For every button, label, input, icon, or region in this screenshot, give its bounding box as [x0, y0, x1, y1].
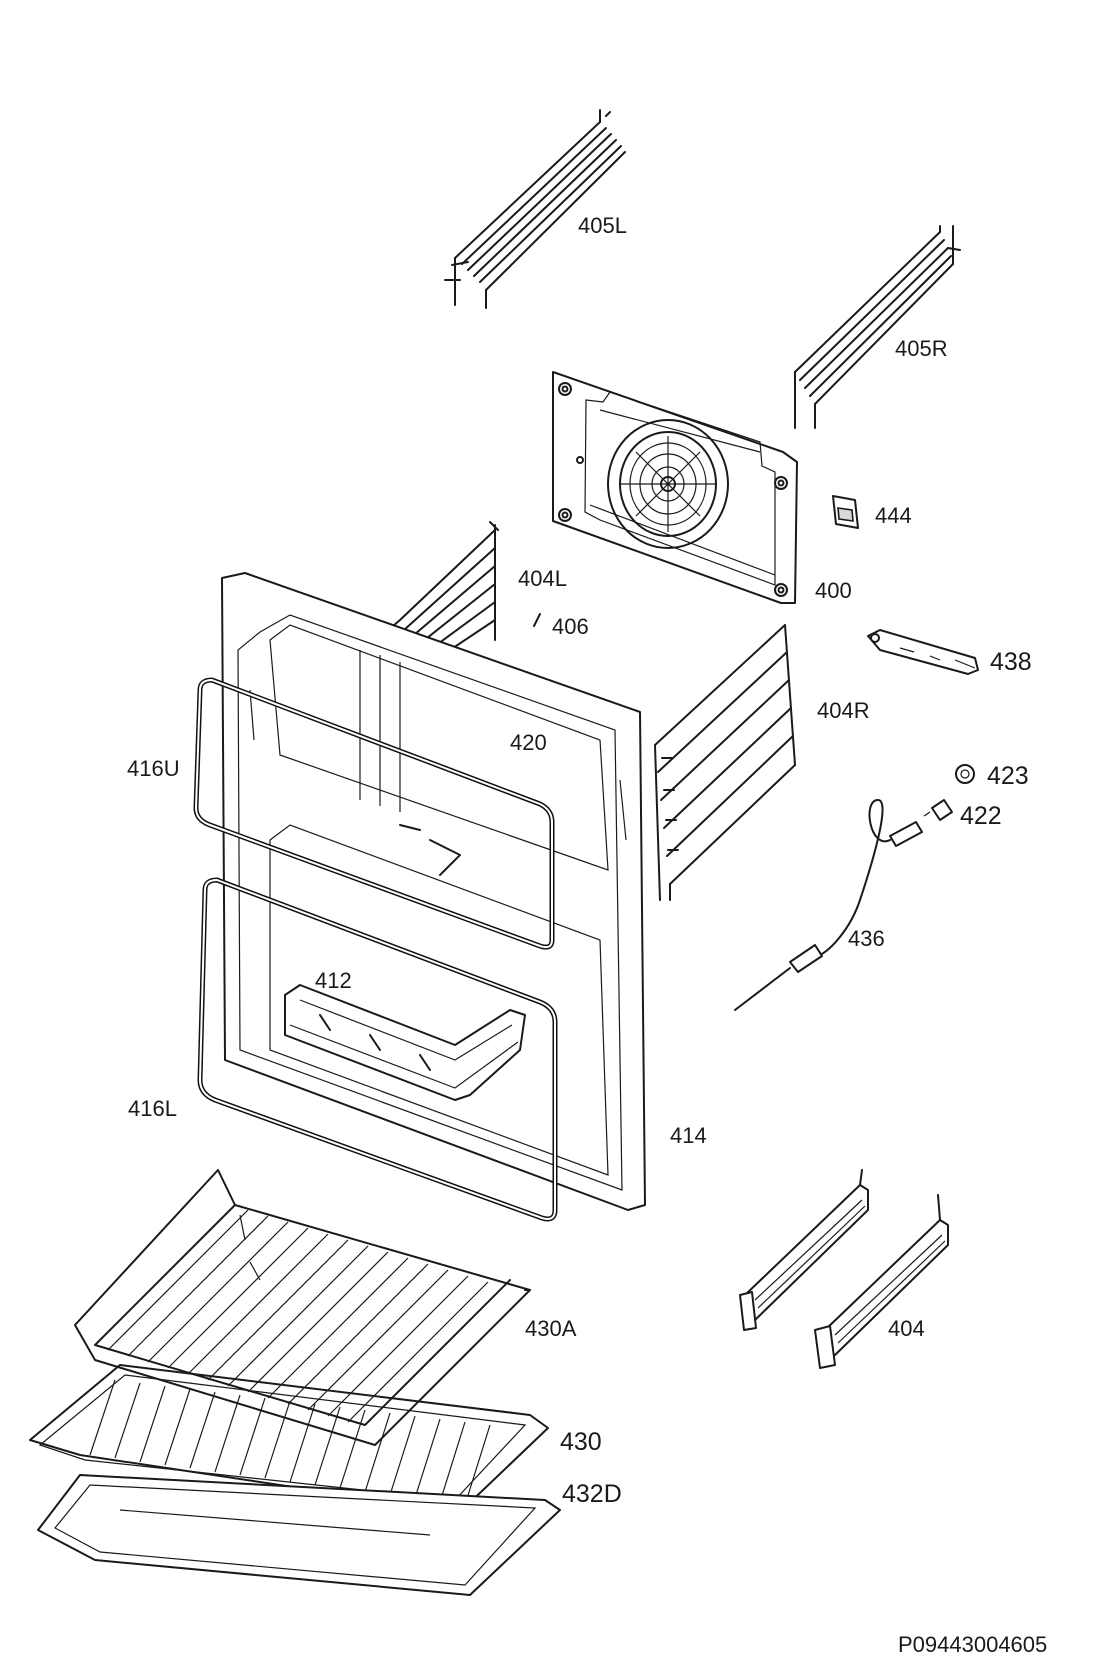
- label-432D: 432D: [562, 1480, 622, 1508]
- part-404-telescopic-runners: [739, 1169, 949, 1369]
- label-414: 414: [670, 1123, 707, 1148]
- part-414-front-frame: [221, 572, 646, 1211]
- part-405L-shelf-runner: [444, 109, 626, 309]
- part-430-rack: [29, 1364, 549, 1513]
- label-422: 422: [960, 802, 1002, 830]
- part-444-lamp: [832, 495, 859, 529]
- label-430A: 430A: [525, 1316, 577, 1341]
- label-404: 404: [888, 1316, 925, 1341]
- part-404R-shelf-support: [654, 624, 796, 901]
- part-400-back-panel: [552, 371, 798, 604]
- part-432D-tray: [37, 1474, 561, 1596]
- part-423-nut: [955, 764, 975, 784]
- label-400: 400: [815, 578, 852, 603]
- drawing-code: P09443004605: [898, 1632, 1048, 1657]
- label-406: 406: [552, 614, 589, 639]
- label-436: 436: [848, 926, 885, 951]
- label-423: 423: [987, 762, 1029, 790]
- part-436-meat-probe: [734, 799, 923, 1011]
- part-416L-lower-seal: [197, 877, 558, 1222]
- label-420: 420: [510, 730, 547, 755]
- label-444: 444: [875, 503, 912, 528]
- label-416L: 416L: [128, 1096, 177, 1121]
- label-404L: 404L: [518, 566, 567, 591]
- label-405L: 405L: [578, 213, 627, 238]
- label-430: 430: [560, 1428, 602, 1456]
- part-416U-upper-seal: [193, 677, 555, 950]
- part-430A-wire-shelf: [74, 1169, 531, 1446]
- part-438-bracket: [867, 629, 979, 675]
- label-438: 438: [990, 648, 1032, 676]
- part-422-connector: [923, 799, 953, 821]
- label-416U: 416U: [127, 756, 180, 781]
- label-412: 412: [315, 968, 352, 993]
- part-412-inner-box: [284, 984, 526, 1101]
- part-405R-shelf-runner: [794, 225, 961, 429]
- part-406-screw: [533, 613, 541, 627]
- label-404R: 404R: [817, 698, 870, 723]
- label-405R: 405R: [895, 336, 948, 361]
